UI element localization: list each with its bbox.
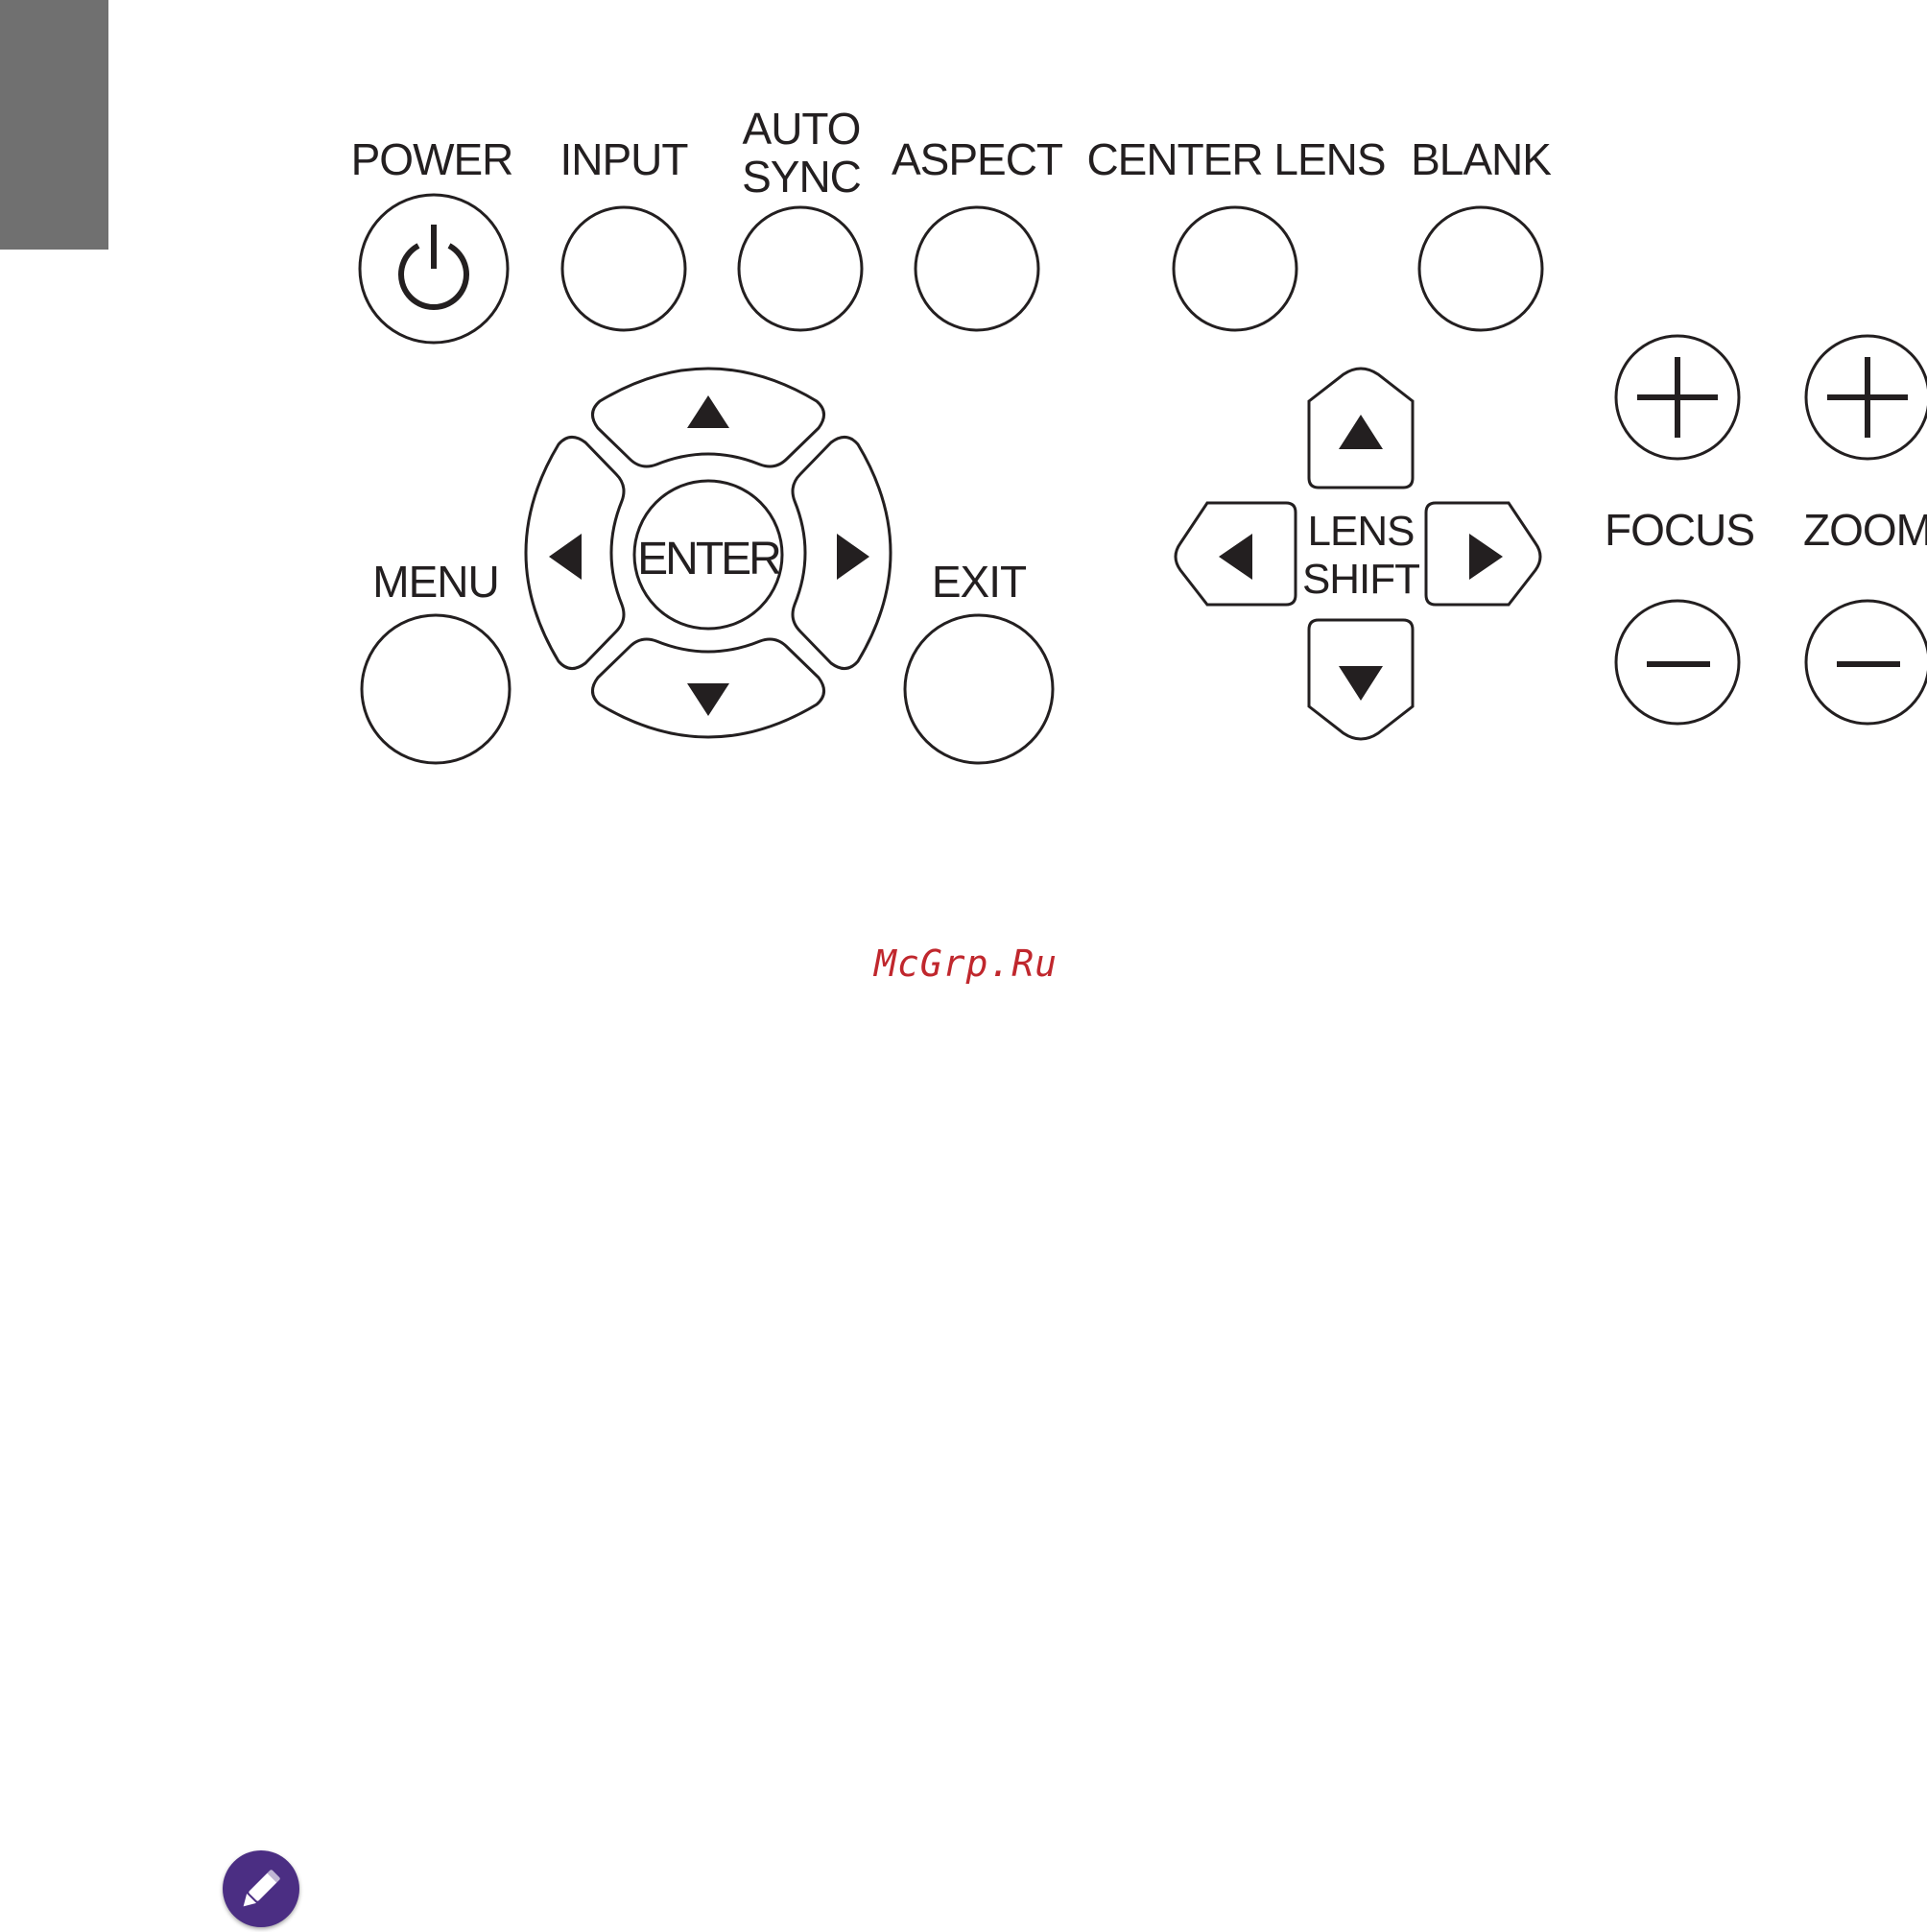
- center-lens-button[interactable]: [1174, 207, 1297, 330]
- blank-label: BLANK: [1411, 134, 1552, 184]
- focus-label: FOCUS: [1605, 505, 1754, 555]
- zoom-plus-button[interactable]: [1806, 336, 1927, 459]
- lens-shift-label-line1: LENS: [1308, 508, 1415, 555]
- aspect-label: ASPECT: [892, 134, 1063, 184]
- dpad-up-button[interactable]: [592, 369, 823, 466]
- dpad: ENTER: [526, 369, 891, 737]
- blank-button[interactable]: [1419, 207, 1542, 330]
- dpad-down-button[interactable]: [592, 639, 823, 737]
- lens-shift-cluster: LENS SHIFT: [1176, 369, 1540, 739]
- auto-sync-label-line2: SYNC: [742, 152, 861, 202]
- auto-sync-button[interactable]: [739, 207, 862, 330]
- menu-button[interactable]: [362, 615, 510, 763]
- pencil-icon: [223, 1850, 299, 1927]
- power-button[interactable]: [360, 195, 508, 343]
- zoom-minus-button[interactable]: [1806, 601, 1927, 724]
- watermark-text: McGrp.Ru: [874, 942, 1058, 985]
- dpad-right-button[interactable]: [793, 437, 891, 668]
- input-button[interactable]: [562, 207, 685, 330]
- power-label: POWER: [351, 134, 513, 184]
- lens-shift-down-button[interactable]: [1309, 620, 1413, 739]
- aspect-button[interactable]: [916, 207, 1038, 330]
- lens-shift-left-button[interactable]: [1176, 503, 1296, 605]
- lens-shift-right-button[interactable]: [1426, 503, 1540, 605]
- lens-shift-label-line2: SHIFT: [1302, 556, 1419, 603]
- exit-button[interactable]: [905, 615, 1053, 763]
- enter-label: ENTER: [637, 534, 780, 584]
- enter-button[interactable]: ENTER: [634, 481, 782, 629]
- focus-minus-button[interactable]: [1616, 601, 1739, 724]
- auto-sync-label-line1: AUTO: [743, 104, 861, 154]
- zoom-label: ZOOM: [1803, 505, 1927, 555]
- menu-label: MENU: [372, 557, 498, 607]
- exit-label: EXIT: [932, 557, 1027, 607]
- dpad-left-button[interactable]: [526, 437, 624, 668]
- focus-plus-button[interactable]: [1616, 336, 1739, 459]
- lens-shift-up-button[interactable]: [1309, 369, 1413, 488]
- input-label: INPUT: [560, 134, 689, 184]
- center-lens-label: CENTER LENS: [1086, 134, 1385, 184]
